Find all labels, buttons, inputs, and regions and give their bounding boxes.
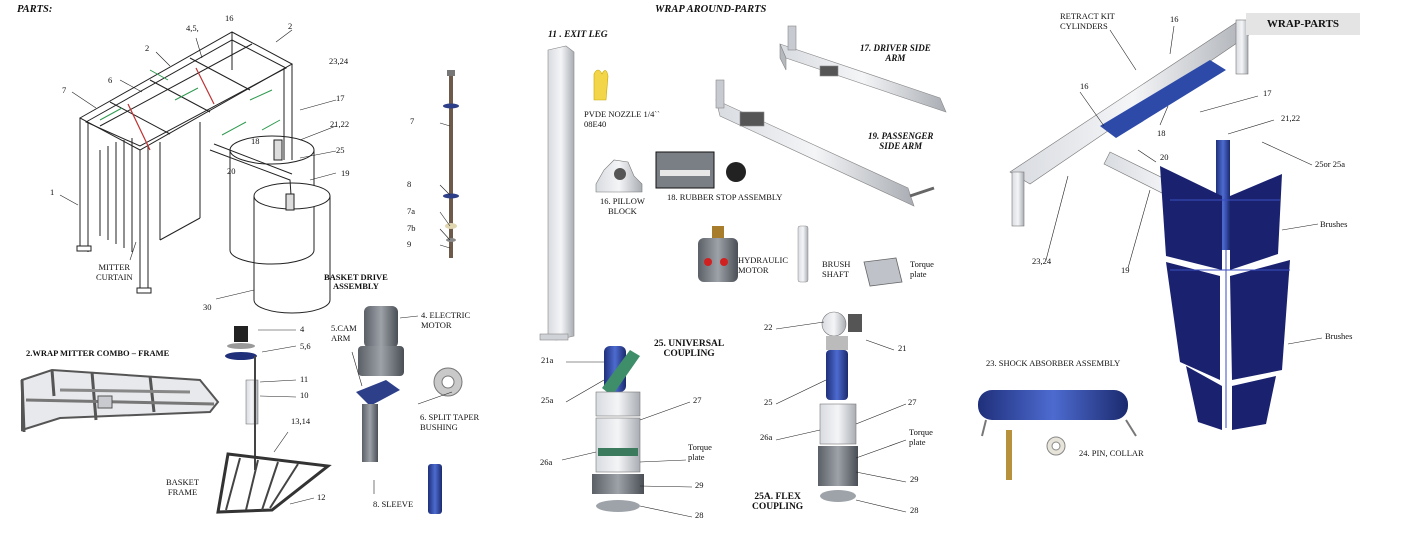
flex-coupling-title: 25A. FLEX COUPLING [752, 492, 804, 513]
basket-drive-assembly [216, 326, 332, 514]
basket-callout-12: 12 [317, 492, 326, 502]
callout-25: 25 [336, 145, 345, 155]
wp-callout-25or25a: 25or 25a [1315, 159, 1345, 169]
hydraulic-motor-drawing [698, 226, 738, 282]
torque-plate-label: Torque plate [910, 259, 934, 279]
electric-motor-drawing [356, 306, 463, 514]
callout-21-22: 21,22 [330, 119, 350, 129]
wrap-parts-badge: WRAP-PARTS [1246, 13, 1360, 35]
mitter-curtain-label: MITTER CURTAIN [96, 262, 133, 282]
basket-frame-label: BASKET FRAME [166, 477, 200, 497]
split-taper-bushing-label: 6. SPLIT TAPER BUSHING [420, 412, 480, 432]
driver-side-arm-label: 17. DRIVER SIDE ARM [860, 43, 931, 63]
passenger-side-arm-drawing [715, 79, 935, 207]
fc-callout-29: 29 [910, 474, 919, 484]
gantry-frame [76, 31, 331, 314]
exit-leg-drawing [539, 45, 575, 341]
universal-coupling-title: 25. UNIVERSAL COUPLING [654, 339, 725, 360]
shock-absorber-label: 23. SHOCK ABSORBER ASSEMBLY [986, 358, 1121, 368]
wp-callout-21-22: 21,22 [1281, 113, 1301, 123]
frame-green-leaders [99, 69, 281, 136]
brush-shaft-label: BRUSH SHAFT [822, 259, 851, 279]
uc-callout-26a: 26a [540, 457, 553, 467]
callout-4-5: 4,5, [186, 23, 199, 33]
wp-callout-20: 20 [1160, 152, 1169, 162]
basket-callout-13-14: 13,14 [291, 416, 311, 426]
callout-23-24: 23,24 [329, 56, 349, 66]
pillow-block-label: 16. PILLOW BLOCK [600, 196, 645, 216]
callout-17: 17 [336, 93, 345, 103]
parts-header: PARTS: [17, 4, 53, 15]
shaft-callout-9: 9 [407, 239, 412, 249]
callout-2a: 2 [145, 43, 150, 53]
shock-absorber-drawing [978, 390, 1137, 480]
wp-callout-16b: 16 [1080, 81, 1089, 91]
passenger-side-arm-label: 19. PASSENGER SIDE ARM [868, 131, 934, 151]
leader-lines [59, 25, 1323, 518]
fc-callout-25: 25 [764, 397, 773, 407]
fc-torque-plate: Torque plate [909, 427, 933, 447]
uc-callout-27: 27 [693, 395, 702, 405]
fc-callout-26a: 26a [760, 432, 773, 442]
fc-callout-21: 21 [898, 343, 907, 353]
wp-brushes-label-a: Brushes [1320, 219, 1348, 229]
callout-7: 7 [62, 85, 67, 95]
pin-collar-label: 24. PIN, COLLAR [1079, 448, 1144, 458]
basket-drive-title: BASKET DRIVE ASSEMBLY [324, 272, 388, 292]
rubber-stop-label: 18. RUBBER STOP ASSEMBLY [667, 192, 783, 202]
callout-19: 19 [341, 168, 350, 178]
callout-6: 6 [108, 75, 113, 85]
basket-callout-4: 4 [300, 324, 305, 334]
uc-torque-plate: Torque plate [688, 442, 712, 462]
wp-callout-16a: 16 [1170, 14, 1179, 24]
callout-30: 30 [203, 302, 212, 312]
shaft-callout-7a: 7a [407, 206, 416, 216]
uc-callout-29: 29 [695, 480, 704, 490]
pillow-block-drawing [595, 159, 643, 193]
mitter-combo-frame-title: 2.WRAP MITTER COMBO – FRAME [26, 348, 170, 358]
flex-coupling-drawing [818, 311, 862, 502]
driver-side-arm-drawing [779, 25, 947, 113]
cam-arm-label: 5.CAM ARM [331, 323, 357, 343]
fc-callout-27: 27 [908, 397, 917, 407]
shaft-callout-7b: 7b [407, 223, 416, 233]
hydraulic-motor-label: HYDRAULIC MOTOR [738, 255, 789, 275]
sleeve-label: 8. SLEEVE [373, 499, 414, 509]
callout-16: 16 [225, 13, 234, 23]
callout-2b: 2 [288, 21, 293, 31]
mitter-combo-frame [20, 368, 220, 433]
pvde-nozzle-label: PVDE NOZZLE 1/4`` 08E40 [584, 109, 661, 129]
uc-callout-28: 28 [695, 510, 704, 520]
uc-callout-21a: 21a [541, 355, 554, 365]
callout-20: 20 [227, 166, 236, 176]
basket-callout-5-6: 5,6 [300, 341, 311, 351]
exit-leg-label: 11 . EXIT LEG [548, 30, 608, 40]
wrap-around-parts-header: WRAP AROUND-PARTS [655, 4, 767, 15]
basket-callout-11: 11 [300, 374, 309, 384]
wp-callout-17: 17 [1263, 88, 1272, 98]
vertical-shaft-stack [443, 70, 459, 258]
wp-callout-23-24: 23,24 [1032, 256, 1052, 266]
wp-callout-19: 19 [1121, 265, 1130, 275]
wrap-parts-assembly [1009, 19, 1290, 430]
wp-brushes-label-b: Brushes [1325, 331, 1353, 341]
retract-kit-label: RETRACT KIT CYLINDERS [1060, 11, 1115, 31]
electric-motor-label: 4. ELECTRIC MOTOR [421, 310, 471, 330]
universal-coupling-drawing [592, 346, 644, 512]
wp-callout-18: 18 [1157, 128, 1166, 138]
uc-callout-25a: 25a [541, 395, 554, 405]
shaft-callout-7: 7 [410, 116, 415, 126]
fc-callout-28: 28 [910, 505, 919, 515]
callout-18: 18 [251, 136, 260, 146]
fc-callout-22: 22 [764, 322, 773, 332]
shaft-callout-8: 8 [407, 179, 412, 189]
basket-callout-10: 10 [300, 390, 309, 400]
callout-1: 1 [50, 187, 55, 197]
